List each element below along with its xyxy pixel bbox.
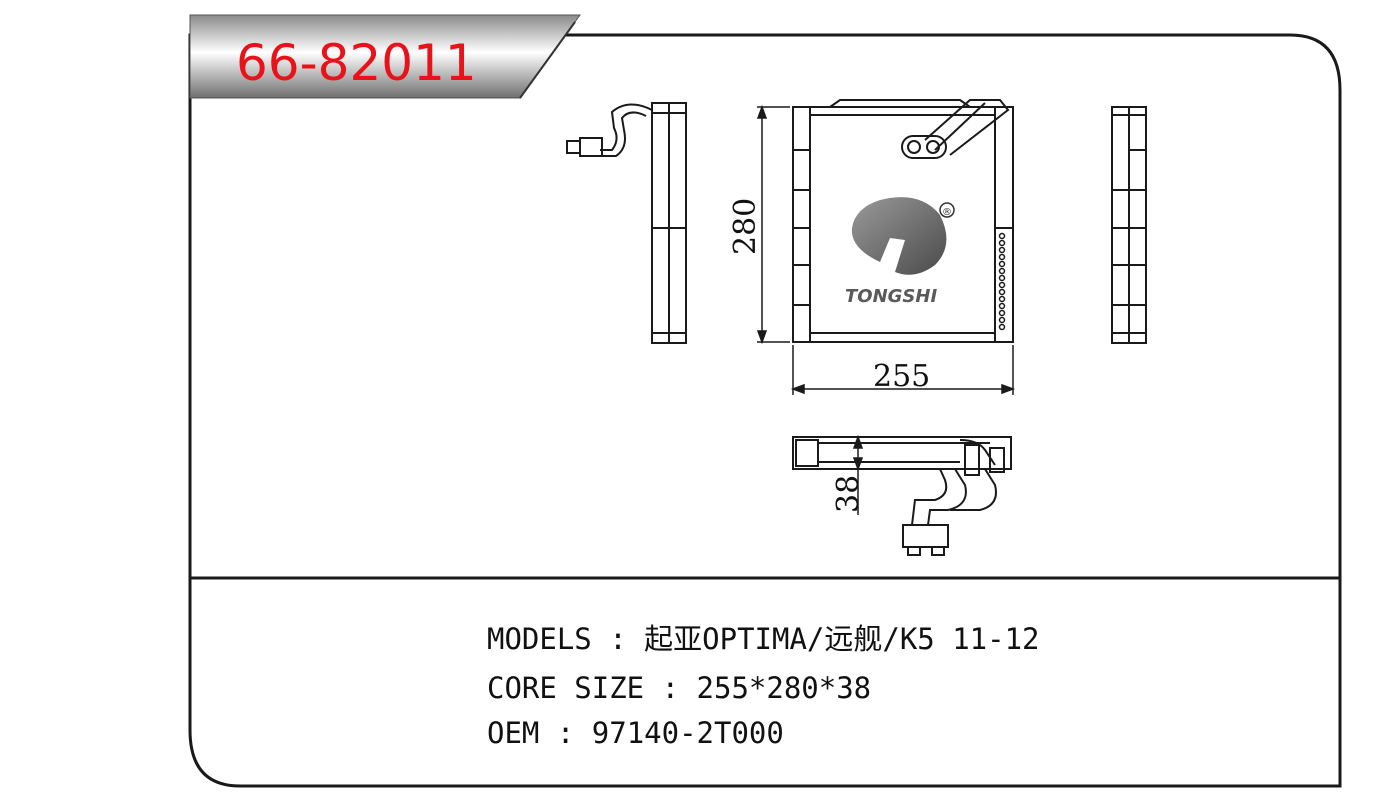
dimension-depth-label: 38 bbox=[831, 475, 866, 513]
spec-models: MODELS : 起亚OPTIMA/远舰/K5 11-12 bbox=[487, 622, 1040, 656]
oem-value: 97140-2T000 bbox=[591, 716, 784, 750]
models-label: MODELS bbox=[487, 622, 592, 656]
dimension-height bbox=[756, 104, 790, 345]
right-side-view bbox=[1111, 106, 1147, 344]
spec-oem: OEM : 97140-2T000 bbox=[487, 716, 784, 750]
registered-circle bbox=[939, 202, 955, 218]
banner-accent bbox=[519, 21, 576, 99]
outer-frame bbox=[188, 33, 1342, 788]
logo-mark bbox=[851, 197, 947, 275]
dimension-depth bbox=[852, 434, 864, 515]
models-separator: : bbox=[591, 622, 645, 656]
part-number: 66-82011 bbox=[236, 34, 477, 92]
bottom-view bbox=[792, 436, 1012, 556]
dimension-height-label: 280 bbox=[728, 198, 763, 255]
brand-logo: ® TONGSHI bbox=[845, 197, 955, 307]
dimension-width bbox=[790, 345, 1016, 395]
spec-core-size: CORE SIZE : 255*280*38 bbox=[487, 671, 871, 705]
left-side-view bbox=[566, 102, 687, 344]
core-size-label: CORE SIZE bbox=[487, 671, 645, 705]
front-view-bolts bbox=[998, 232, 1006, 331]
oem-label: OEM bbox=[487, 716, 540, 750]
logo-brand-text: TONGSHI bbox=[845, 286, 937, 307]
registered-mark: ® bbox=[942, 207, 952, 218]
oem-separator: : bbox=[539, 716, 592, 750]
front-view bbox=[792, 99, 1014, 343]
core-size-separator: : bbox=[644, 671, 697, 705]
dimension-width-label: 255 bbox=[873, 359, 930, 394]
core-size-value: 255*280*38 bbox=[696, 671, 872, 705]
models-value: 起亚OPTIMA/远舰/K5 11-12 bbox=[644, 622, 1040, 656]
